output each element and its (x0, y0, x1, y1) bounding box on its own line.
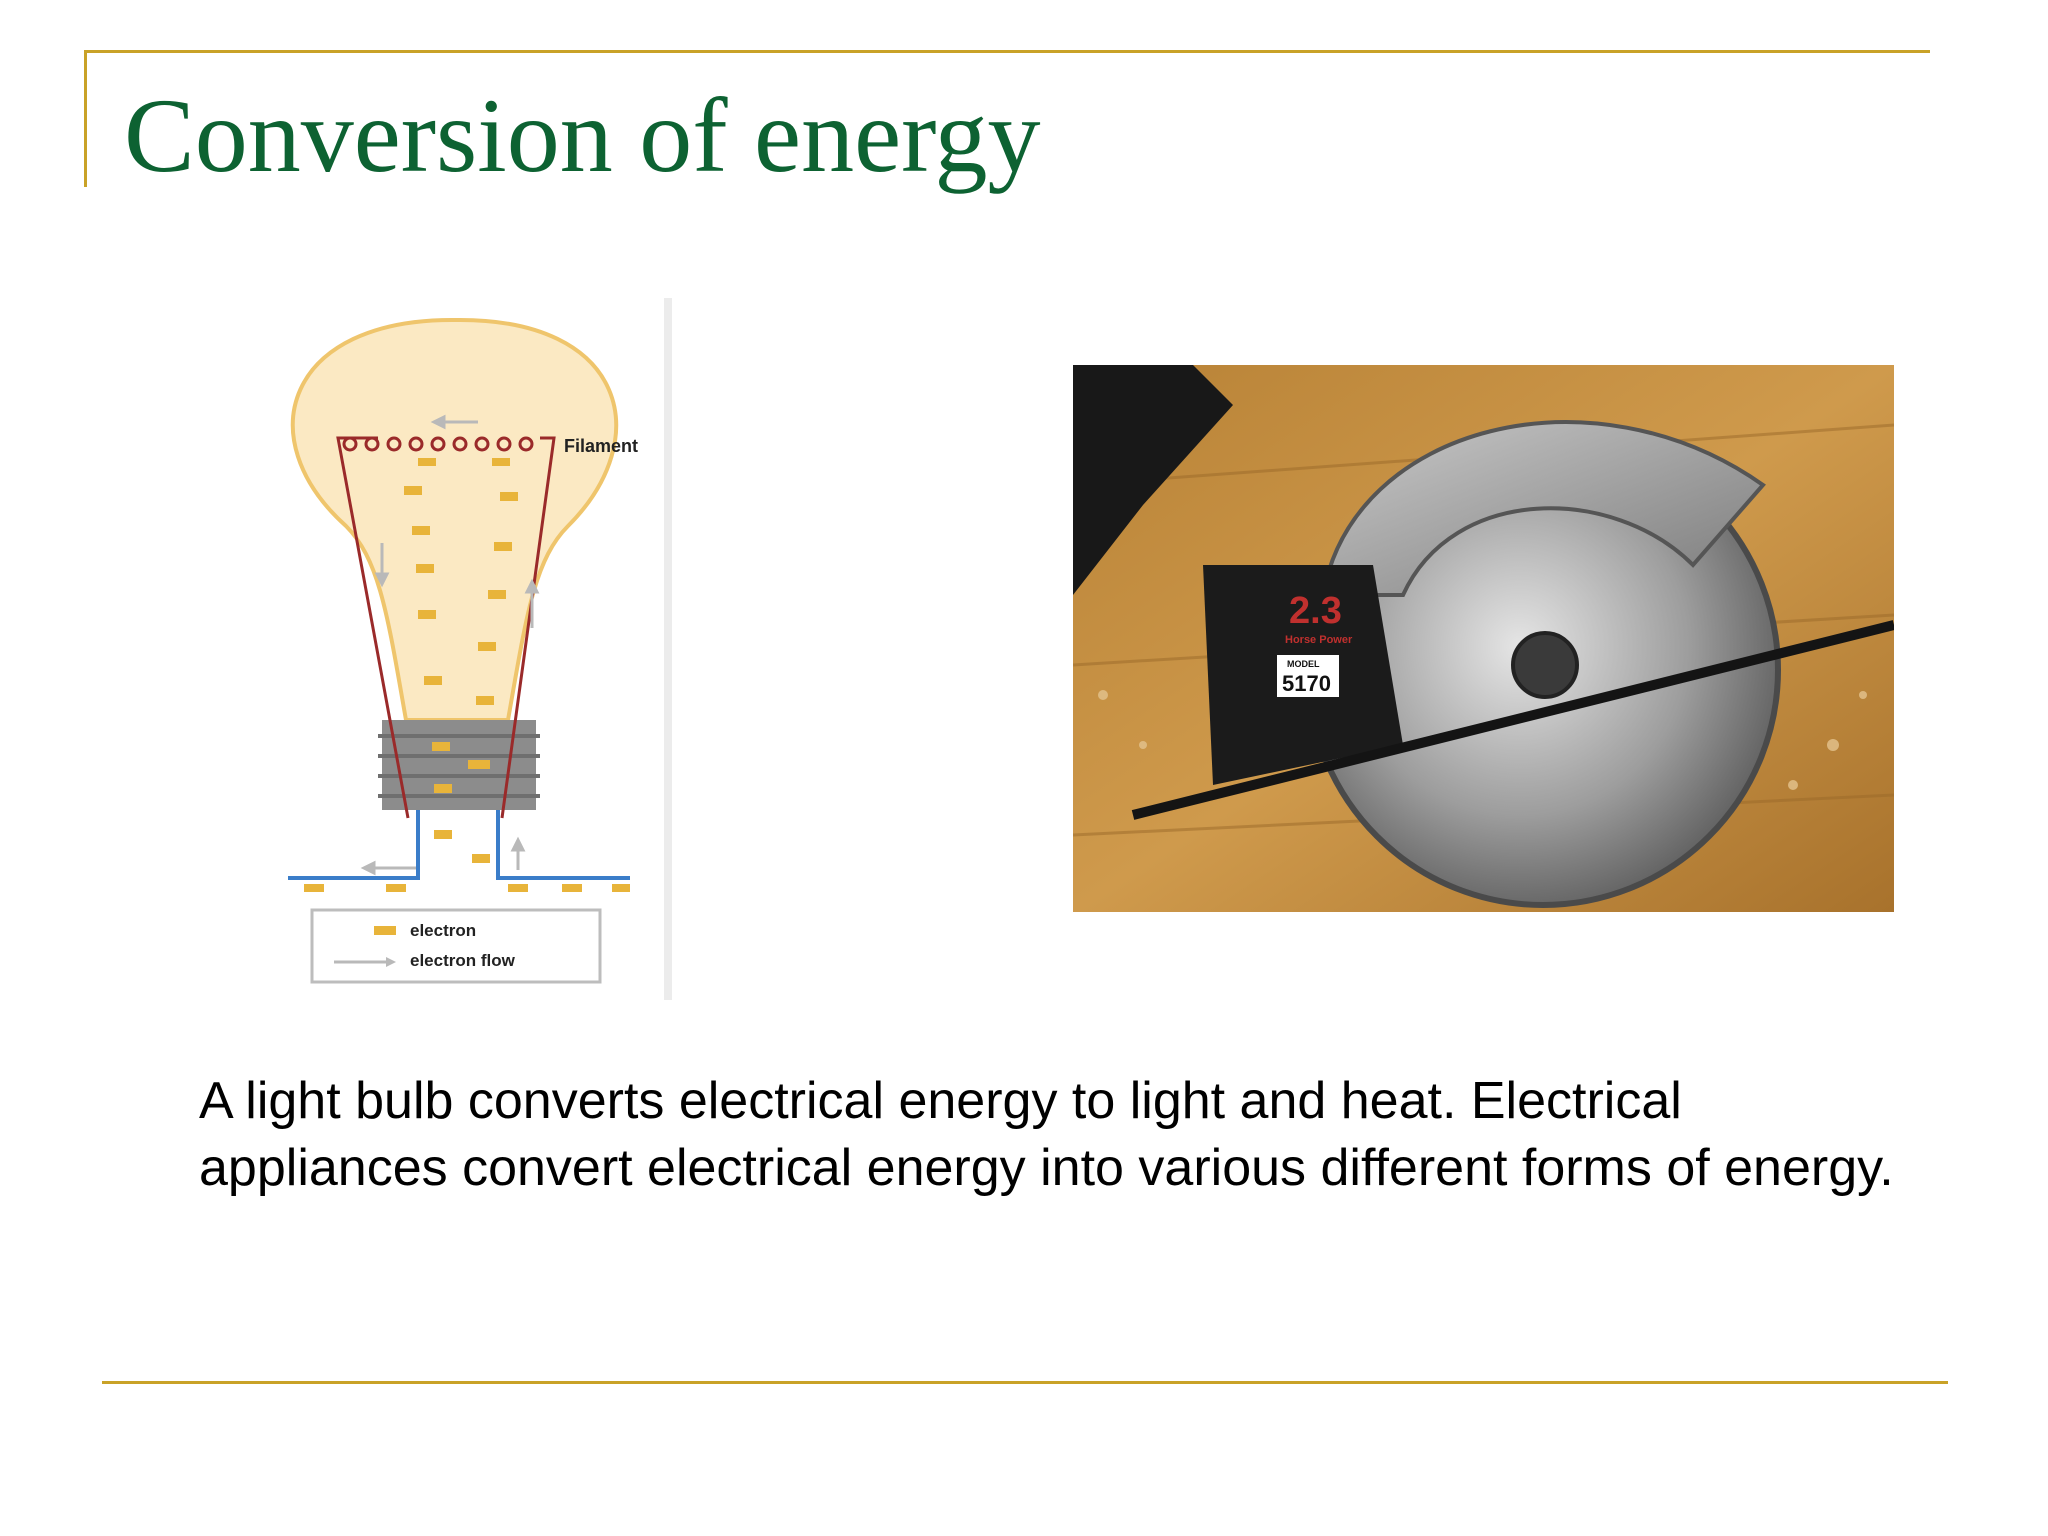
saw-handle (1073, 365, 1233, 595)
legend-electron: electron (410, 921, 476, 940)
diagram-legend: electron electron flow (310, 908, 602, 984)
filament-coils (342, 436, 534, 452)
saw-model-label: MODEL (1287, 659, 1320, 669)
top-accent-rule (84, 50, 1930, 53)
blade-arbor (1511, 631, 1579, 699)
saw-rating: 2.3 (1289, 590, 1342, 632)
electron-markers (304, 458, 630, 892)
light-bulb-diagram: Filament (268, 298, 674, 1000)
saw-model-number: 5170 (1282, 671, 1331, 696)
legend-electron-flow: electron flow (410, 951, 516, 970)
diagram-edge-divider (664, 298, 672, 1000)
filament-support-wires (336, 436, 556, 819)
left-accent-rule (84, 50, 87, 187)
blade-guard (1320, 420, 1766, 597)
saw-rating-sub: Horse Power (1285, 634, 1353, 646)
slide-body-text: A light bulb converts electrical energy … (199, 1072, 1894, 1197)
saw-guide-bar (1131, 620, 1894, 820)
lead-wires (288, 810, 630, 880)
slide-title: Conversion of energy (124, 77, 1041, 194)
bulb-glass (290, 317, 618, 722)
filament-label: Filament (564, 436, 638, 456)
circular-saw-photo: 2.3 Horse Power MODEL 5170 (1073, 365, 1894, 912)
bottom-accent-rule (102, 1381, 1948, 1384)
